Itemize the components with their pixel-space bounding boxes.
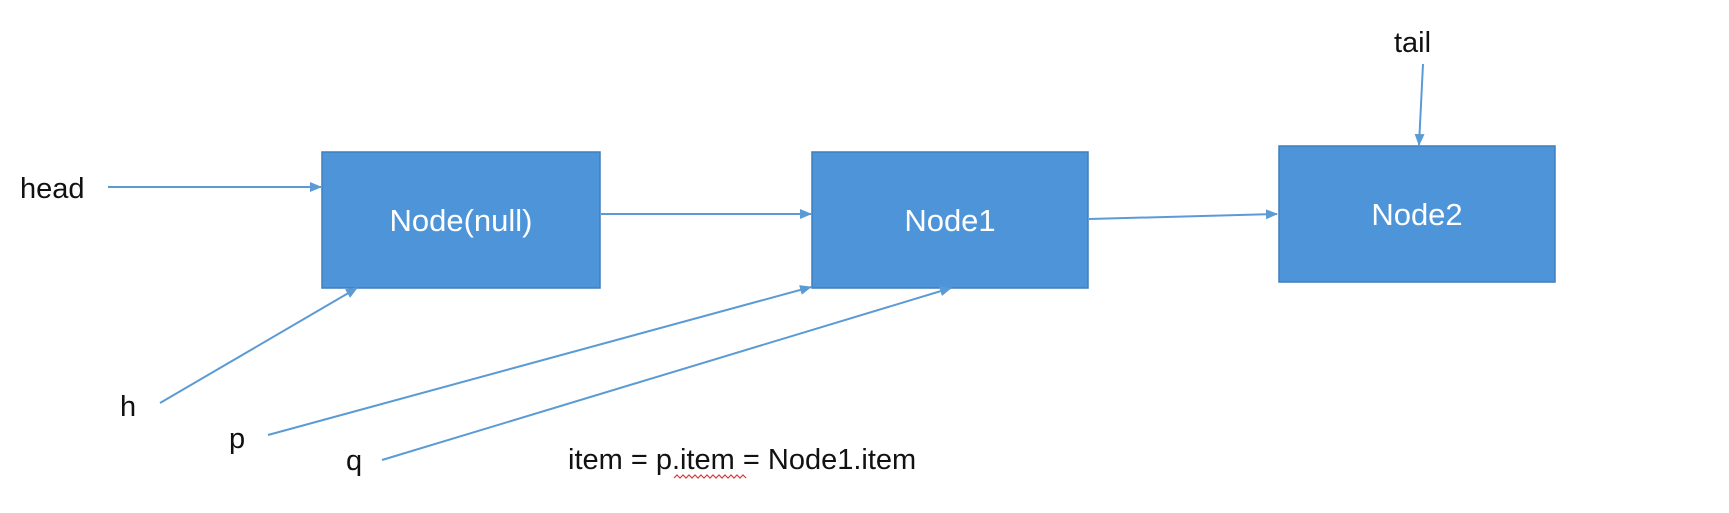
tail-pointer-arrow bbox=[1414, 63, 1425, 146]
tail-label: tail bbox=[1394, 27, 1431, 59]
q-label: q bbox=[346, 445, 362, 477]
node2: Node2 bbox=[1278, 145, 1556, 283]
p-label: p bbox=[229, 423, 245, 455]
node-null-label: Node(null) bbox=[389, 203, 532, 238]
spellcheck-underline bbox=[673, 474, 747, 479]
head-label: head bbox=[20, 173, 85, 205]
item-annotation-underlined: p.item bbox=[656, 444, 735, 476]
node-null: Node(null) bbox=[321, 151, 601, 289]
node1-label: Node1 bbox=[904, 203, 995, 238]
q-pointer-arrow bbox=[381, 286, 952, 461]
p-pointer-arrow bbox=[267, 285, 812, 436]
node2-label: Node2 bbox=[1371, 197, 1462, 232]
node2-box bbox=[1278, 145, 1556, 283]
node1-box bbox=[811, 151, 1089, 289]
node-null-box bbox=[321, 151, 601, 289]
h-label: h bbox=[120, 391, 136, 423]
item-annotation: item = p.item = Node1.item bbox=[568, 444, 916, 476]
next-arrow-node1-to-node2 bbox=[1088, 209, 1278, 220]
h-pointer-arrow bbox=[159, 287, 358, 404]
item-annotation-suffix: = Node1.item bbox=[735, 444, 916, 476]
item-annotation-prefix: item = bbox=[568, 444, 656, 476]
node1: Node1 bbox=[811, 151, 1089, 289]
